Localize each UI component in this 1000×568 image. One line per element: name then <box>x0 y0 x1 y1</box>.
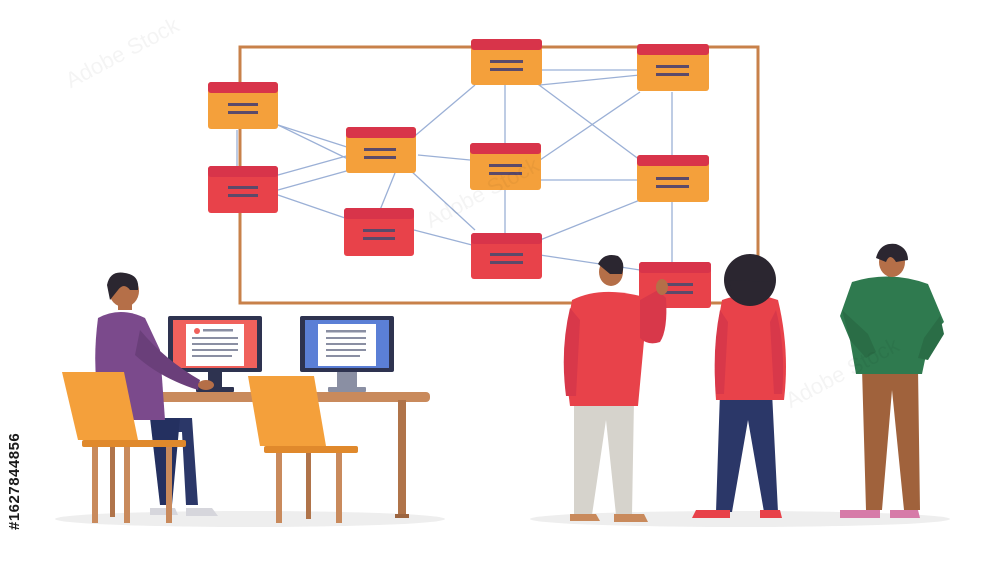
standing-woman <box>692 254 786 518</box>
board-card <box>208 82 278 129</box>
monitor-right <box>300 316 394 392</box>
board-card <box>346 127 416 173</box>
board-card <box>470 143 541 190</box>
board-card <box>471 233 542 279</box>
board-card <box>471 39 542 85</box>
observer <box>840 243 944 518</box>
pointing-person <box>563 255 668 522</box>
board-card <box>637 155 709 202</box>
board-card <box>208 166 278 213</box>
diagram-cards <box>208 39 711 308</box>
board-card <box>637 44 709 91</box>
chair-left <box>62 372 186 523</box>
diagram-connectors <box>236 69 673 271</box>
monitor-left <box>168 316 262 392</box>
board-card <box>344 208 414 256</box>
stock-id-text: #1627844856 <box>6 432 23 530</box>
chair-right <box>248 376 358 523</box>
